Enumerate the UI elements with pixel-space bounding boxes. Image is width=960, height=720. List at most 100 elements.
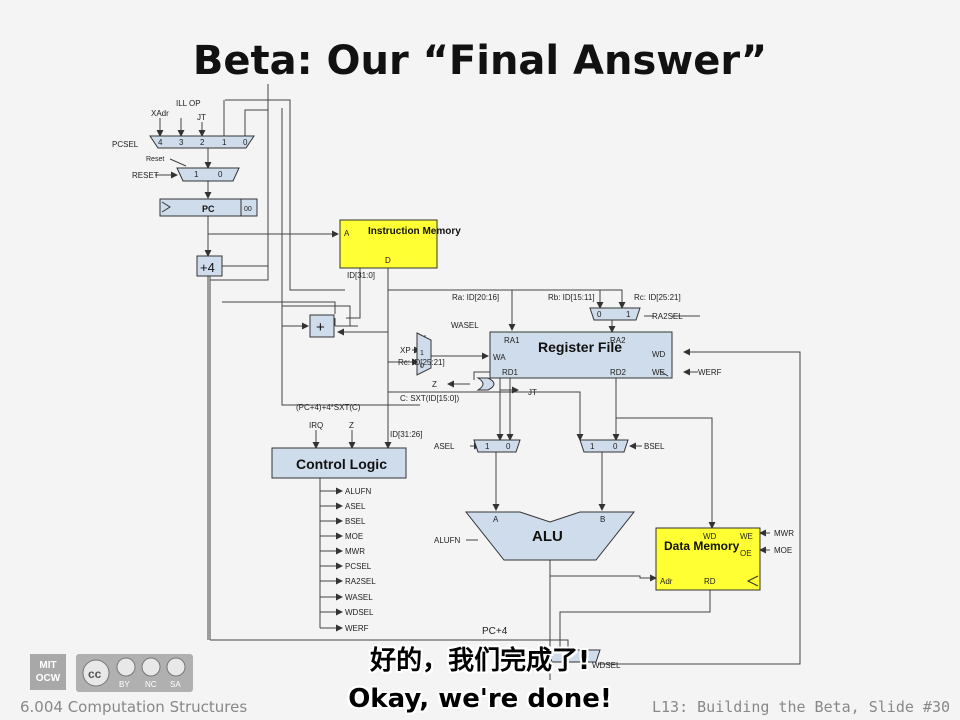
werf-label: WERF: [698, 368, 722, 377]
rc-field-label: Rc: ID[25:21]: [634, 293, 681, 302]
wasel-mux: [416, 332, 432, 376]
pcsel-port-3: 3: [179, 138, 184, 147]
pc-register: [159, 198, 258, 217]
mit-ocw-logo: MIT OCW: [30, 654, 66, 690]
moe-label: MOE: [774, 546, 792, 555]
wdsel-label: WDSEL: [592, 661, 621, 670]
pcsel-port-0: 0: [243, 138, 248, 147]
illop-label: ILL OP: [176, 99, 201, 108]
rf-rd1: RD1: [502, 368, 519, 377]
wdsel-mux: [547, 649, 601, 663]
alu-title: ALU: [532, 528, 563, 545]
imem-a-port: A: [344, 229, 350, 238]
imem-d-port: D: [385, 256, 391, 265]
xp-label: XP: [400, 346, 411, 355]
ctrl-alufn: ALUFN: [345, 487, 371, 496]
imem-title: Instruction Memory: [368, 226, 461, 237]
ctrl-ra2sel: RA2SEL: [345, 577, 376, 586]
cc-sa: SA: [170, 680, 181, 689]
rf-wa: WA: [493, 353, 506, 362]
asel-mux: [473, 439, 521, 453]
register-file: [489, 331, 673, 379]
ra2sel-port-0: 0: [597, 310, 602, 319]
xadr-label: XAdr: [151, 109, 169, 118]
instruction-memory: [339, 219, 438, 269]
course-footer: 6.004 Computation Structures: [20, 698, 248, 716]
ctrl-wasel: WASEL: [345, 593, 373, 602]
ctrl-wdsel: WDSEL: [345, 608, 374, 617]
dmem-oe: OE: [740, 549, 752, 558]
jt-out-label: JT: [528, 388, 537, 397]
rf-ra2: RA2: [610, 336, 626, 345]
reset-mux: [176, 167, 240, 182]
ctrl-asel: ASEL: [345, 502, 366, 511]
ra2sel-port-1: 1: [626, 310, 631, 319]
slide-number-footer: L13: Building the Beta, Slide #30: [651, 698, 950, 716]
dmem-wd: WD: [703, 532, 717, 541]
asel-port-0: 0: [506, 442, 511, 451]
regfile-title: Register File: [538, 339, 622, 355]
rf-we: WE: [652, 368, 665, 377]
wasel-label: WASEL: [451, 321, 479, 330]
rb-field-label: Rb: ID[15:11]: [548, 293, 595, 302]
reset-port-0: 0: [218, 170, 223, 179]
rf-wd: WD: [652, 350, 666, 359]
jt-in-label: JT: [197, 113, 206, 122]
ra2sel-mux: [589, 307, 641, 321]
mwr-label: MWR: [774, 529, 794, 538]
plus4-box: [196, 255, 223, 277]
cc-by: BY: [119, 680, 130, 689]
alu: [464, 511, 636, 561]
pcsel-mux: [149, 135, 255, 149]
ctrl-moe: MOE: [345, 532, 363, 541]
z-detect-gate: [476, 377, 495, 391]
bsel-port-0: 0: [613, 442, 618, 451]
pc4-label: PC+4: [482, 626, 508, 637]
pc-low-bits: 00: [244, 206, 252, 213]
reset-in-label: Reset: [146, 156, 164, 163]
dmem-title: Data Memory: [664, 539, 740, 553]
bsel-label: BSEL: [644, 442, 665, 451]
asel-label: ASEL: [434, 442, 455, 451]
pcsel-label: PCSEL: [112, 140, 139, 149]
creative-commons-badge: cc BY NC SA: [76, 654, 193, 692]
z-out-label: Z: [432, 380, 437, 389]
reset-label: RESET: [132, 171, 159, 180]
ctrl-pcsel: PCSEL: [345, 562, 372, 571]
ctrl-bsel: BSEL: [345, 517, 366, 526]
control-logic: [271, 447, 407, 479]
pc-label: PC: [202, 204, 215, 214]
rf-ra1: RA1: [504, 336, 520, 345]
adder-box: [309, 314, 335, 338]
bsel-port-1: 1: [590, 442, 595, 451]
id-bus-label: ID[31:0]: [347, 271, 375, 280]
alu-a-port: A: [493, 515, 499, 524]
bsel-mux: [579, 439, 629, 453]
subtitle-chinese: 好的，我们完成了!: [370, 646, 590, 676]
dmem-adr: Adr: [660, 577, 673, 586]
alu-b-port: B: [600, 515, 605, 524]
pcsel-port-4: 4: [158, 138, 163, 147]
plus4-label: +4: [200, 260, 215, 275]
subtitle-english: Okay, we're done!: [348, 684, 612, 714]
alufn-label: ALUFN: [434, 536, 460, 545]
sxt-label: C: SXT(ID[15:0]): [400, 394, 459, 403]
slide-title: Beta: Our “Final Answer”: [192, 38, 768, 84]
pcsel-port-1: 1: [222, 138, 227, 147]
dmem-rd: RD: [704, 577, 716, 586]
opcode-bus-label: ID[31:26]: [390, 430, 422, 439]
cc-nc: NC: [145, 680, 157, 689]
rf-rd2: RD2: [610, 368, 627, 377]
asel-port-1: 1: [485, 442, 490, 451]
ra-field-label: Ra: ID[20:16]: [452, 293, 499, 302]
ctrl-werf: WERF: [345, 624, 369, 633]
control-title: Control Logic: [296, 456, 387, 472]
ctrl-mwr: MWR: [345, 547, 365, 556]
branch-label: (PC+4)+4*SXT(C): [296, 403, 361, 412]
reset-port-1: 1: [194, 170, 199, 179]
dmem-we: WE: [740, 532, 753, 541]
adder-label: +: [316, 319, 325, 336]
pcsel-port-2: 2: [200, 138, 205, 147]
